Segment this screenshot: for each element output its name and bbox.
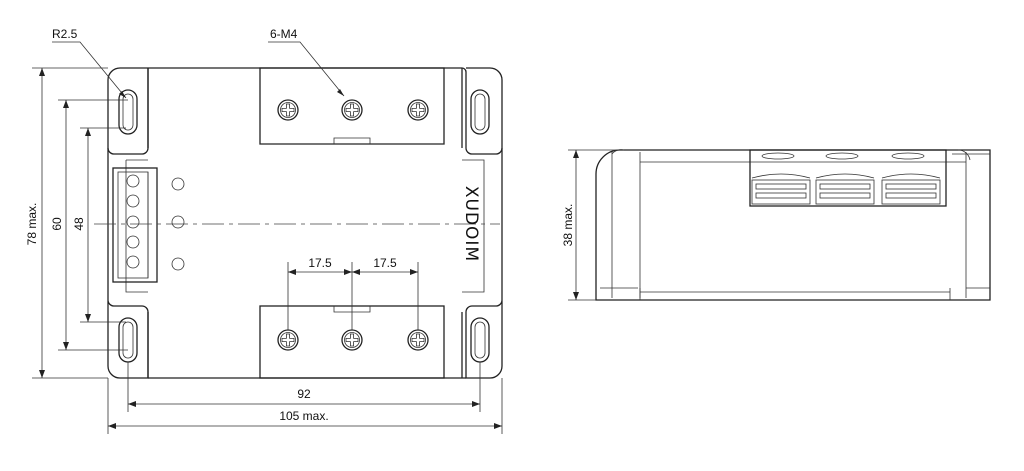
mounting-slot xyxy=(118,89,138,135)
side-view: 38 max. xyxy=(561,149,991,301)
side-terminal xyxy=(815,179,875,205)
mounting-slot xyxy=(118,317,138,363)
side-terminal xyxy=(751,179,811,205)
pitch-a-label: 17.5 xyxy=(308,256,332,270)
control-connector xyxy=(112,167,158,283)
mounting-slot xyxy=(470,89,490,135)
svg-text:XUDOIM: XUDOIM xyxy=(461,186,481,262)
base-plate-outline xyxy=(107,67,503,155)
front-dimensions: R2.5 6-M4 78 max. 60 48 17.5 17.5 xyxy=(25,27,503,434)
terminal-height-label: 48 xyxy=(72,217,86,231)
side-terminal-housing xyxy=(749,149,947,207)
depth-max-label: 38 max. xyxy=(561,204,575,247)
screw-icon xyxy=(341,329,363,351)
screw-icon xyxy=(407,99,429,121)
mounting-slot xyxy=(470,317,490,363)
pitch-b-label: 17.5 xyxy=(373,256,397,270)
radius-label: R2.5 xyxy=(52,27,78,41)
height-max-label: 78 max. xyxy=(25,203,39,246)
hole-pitch-v-label: 60 xyxy=(50,217,64,231)
screw-icon xyxy=(407,329,429,351)
screw-icon xyxy=(277,99,299,121)
screw-icon xyxy=(277,329,299,351)
led-indicator xyxy=(171,215,185,229)
led-indicator xyxy=(171,177,185,191)
side-terminal xyxy=(881,179,941,205)
hole-pitch-h-label: 92 xyxy=(297,387,311,401)
width-max-label: 105 max. xyxy=(279,409,328,423)
front-view: XUDOIM xyxy=(94,67,503,379)
brand-logo: XUDOIM xyxy=(461,186,481,262)
side-outline xyxy=(595,149,991,301)
screw-spec-label: 6-M4 xyxy=(270,27,298,41)
led-indicator xyxy=(171,257,185,271)
screw-icon xyxy=(341,99,363,121)
